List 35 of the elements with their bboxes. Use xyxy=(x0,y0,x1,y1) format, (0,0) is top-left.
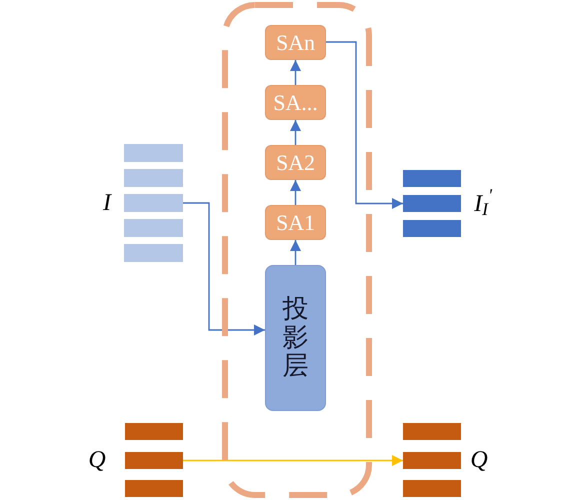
block-label: 投影层 xyxy=(282,295,308,381)
symbol-label: Q xyxy=(469,446,489,474)
arrow xyxy=(326,41,403,209)
attention-block xyxy=(265,145,326,180)
feature-bar xyxy=(124,144,183,162)
block-label: SA2 xyxy=(276,152,316,174)
block-label: SAn xyxy=(276,32,316,54)
feature-bar xyxy=(403,195,461,212)
feature-bar xyxy=(125,423,183,440)
arrow xyxy=(183,455,403,466)
attention-block xyxy=(265,85,326,120)
feature-bar xyxy=(124,169,183,187)
feature-bar xyxy=(125,452,183,469)
block-label: SA... xyxy=(273,92,318,114)
feature-bar xyxy=(403,452,461,469)
feature-bar xyxy=(403,423,461,440)
dashed-boundary xyxy=(222,2,372,498)
feature-bar xyxy=(403,170,461,187)
attention-block xyxy=(265,205,326,240)
feature-bar xyxy=(403,220,461,237)
feature-bar xyxy=(124,194,183,212)
feature-bar xyxy=(124,219,183,237)
feature-bar xyxy=(125,480,183,497)
arrow xyxy=(290,60,301,85)
symbol-label: Q xyxy=(87,446,107,474)
feature-bar xyxy=(124,244,183,262)
arrow xyxy=(290,180,301,205)
symbol-label: I xyxy=(102,189,113,217)
projection-layer-box xyxy=(265,265,326,411)
arrow xyxy=(183,202,265,336)
feature-bar xyxy=(403,480,461,497)
block-label: SA1 xyxy=(276,212,316,234)
arrow xyxy=(290,120,301,145)
attention-block xyxy=(265,25,326,60)
arrow xyxy=(290,240,301,265)
